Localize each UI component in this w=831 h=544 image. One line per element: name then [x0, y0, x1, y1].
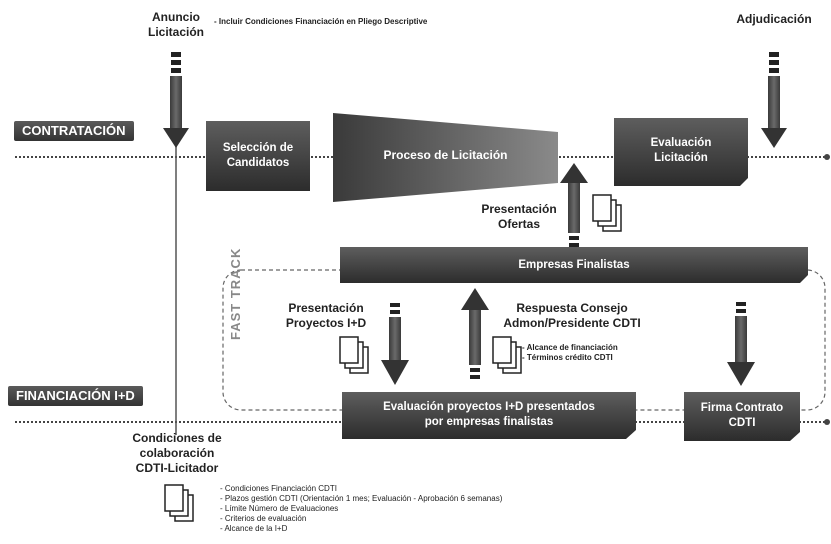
respuesta-bullet: - Alcance de financiación	[522, 343, 618, 352]
condiciones-label: Condiciones de colaboración CDTI-Licitad…	[132, 431, 222, 475]
condiciones-bullet: - Alcance de la I+D	[220, 524, 288, 533]
evaluacion-licitacion-box	[614, 118, 748, 186]
respuesta-consejo-label: Respuesta Consejo Admon/Presidente CDTI	[503, 301, 641, 330]
contratacion-track-label: CONTRATACIÓN	[14, 121, 134, 141]
firma-contrato-text: Firma Contrato CDTI	[700, 402, 784, 429]
seleccion-box	[206, 121, 310, 191]
fast-track-region	[222, 269, 826, 411]
condiciones-bullet: - Plazos gestión CDTI (Orientación 1 mes…	[220, 494, 503, 503]
adjudicacion-arrow-down-icon	[761, 52, 787, 148]
presentacion-proyectos-label: Presentación Proyectos I+D	[285, 301, 367, 330]
anuncio-arrow-down-icon	[163, 52, 189, 148]
anuncio-note: - Incluir Condiciones Financiación en Pl…	[214, 17, 428, 26]
ofertas-arrow-up-icon	[560, 163, 588, 247]
condiciones-bullet: - Criterios de evaluación	[220, 514, 307, 523]
financiacion-track-label: FINANCIACIÓN I+D	[8, 386, 143, 406]
condiciones-bullet: - Condiciones Financiación CDTI	[220, 484, 337, 493]
empresas-finalistas-text: Empresas Finalistas	[518, 258, 630, 271]
proyectos-arrow-down-icon	[381, 303, 409, 385]
evaluacion-proyectos-box	[342, 392, 636, 439]
respuesta-arrow-up-icon	[461, 288, 489, 379]
seleccion-text: Selección de Candidatos	[222, 142, 294, 169]
respuesta-bullet: - Términos crédito CDTI	[522, 353, 613, 362]
presentacion-ofertas-label: Presentación Ofertas	[481, 202, 557, 231]
firma-arrow-down-icon	[727, 302, 755, 386]
proceso-text: Proceso de Licitación	[383, 147, 508, 162]
firma-contrato-box	[684, 392, 800, 441]
evaluacion-proyectos-text: Evaluación proyectos I+D presentados por…	[383, 401, 595, 428]
proceso-trapezoid	[333, 113, 558, 202]
condiciones-document-stack-icon	[164, 484, 194, 522]
condiciones-bullet: - Límite Número de Evaluaciones	[220, 504, 339, 513]
anuncio-label: Anuncio Licitación	[147, 10, 204, 39]
respuesta-bullets: - Alcance de financiación - Términos cré…	[522, 343, 618, 363]
empresas-finalistas-bar	[340, 247, 808, 283]
ofertas-document-stack-icon	[592, 194, 622, 232]
respuesta-document-stack-icon	[492, 336, 522, 374]
proyectos-document-stack-icon	[339, 336, 369, 374]
condiciones-bullets: - Condiciones Financiación CDTI - Plazos…	[220, 484, 502, 534]
evaluacion-licitacion-text: Evaluación Licitación	[650, 137, 712, 164]
fast-track-label: FAST TRACK	[228, 247, 243, 340]
adjudicacion-label: Adjudicación	[736, 12, 812, 26]
